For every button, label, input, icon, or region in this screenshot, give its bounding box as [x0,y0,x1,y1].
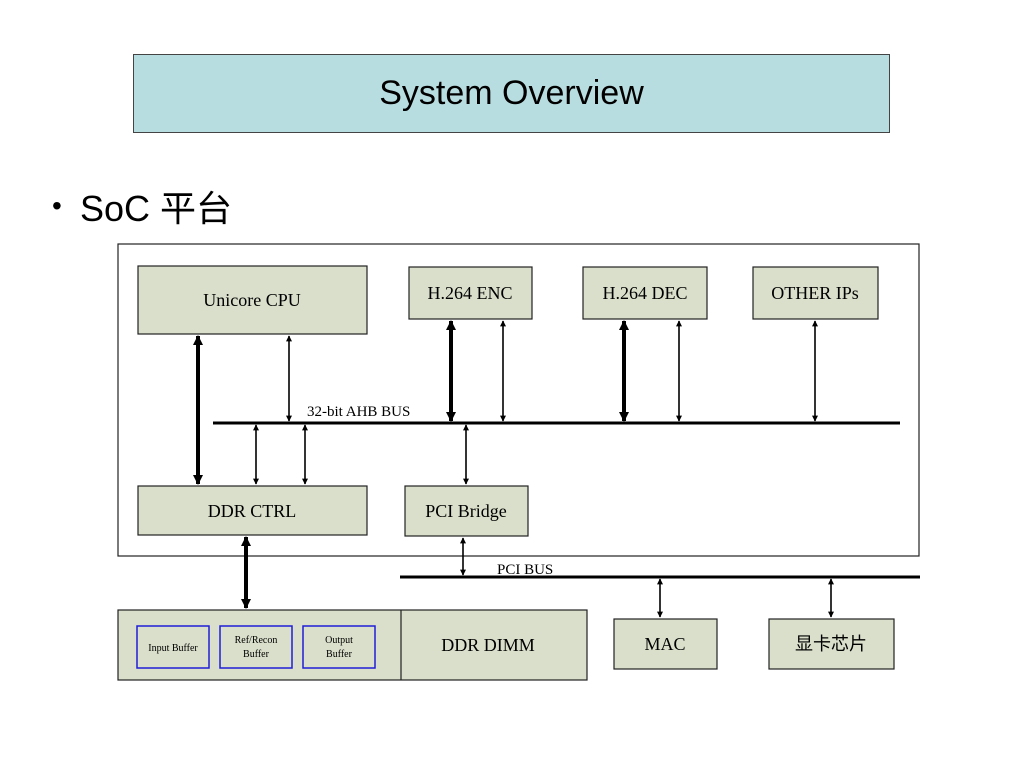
h264-dec-block [582,266,708,320]
output-buffer-box [302,625,376,669]
input-buffer-label: Input Buffer [148,643,198,654]
bullet-dot: • [52,190,62,221]
other-ips-block [752,266,879,320]
pci-bridge-block [404,485,529,537]
mac-label: MAC [644,634,685,654]
h264-enc-block [408,266,533,320]
pci-bus-label: PCI BUS [497,562,553,578]
h264-enc-label: H.264 ENC [428,283,513,303]
gpu-chip-label: 显卡芯片 [795,634,867,654]
slide-title: System Overview [133,54,890,133]
input-buffer-box [136,625,210,669]
ref-recon-buffer-label-1: Ref/Recon [235,635,278,646]
ahb-bus-label: 32-bit AHB BUS [307,404,410,420]
cpu-block [137,265,368,335]
other-ips-label: OTHER IPs [771,283,859,303]
mac-block [613,618,718,670]
gpu-chip-block [768,618,895,670]
ref-recon-buffer-label-2: Buffer [243,649,270,660]
bullet-item: • SoC 平台 [52,180,232,232]
bullet-text: SoC 平台 [80,188,233,229]
pci-bridge-label: PCI Bridge [425,501,507,521]
ddr-ctrl-label: DDR CTRL [208,501,297,521]
soc-boundary [117,243,920,557]
cpu-label: Unicore CPU [203,290,301,310]
ddr-dimm-label: DDR DIMM [441,635,535,655]
ref-recon-buffer-box [219,625,293,669]
ddr-ctrl-block [137,485,368,536]
output-buffer-label-1: Output [325,635,353,646]
h264-dec-label: H.264 DEC [603,283,688,303]
output-buffer-label-2: Buffer [326,649,353,660]
